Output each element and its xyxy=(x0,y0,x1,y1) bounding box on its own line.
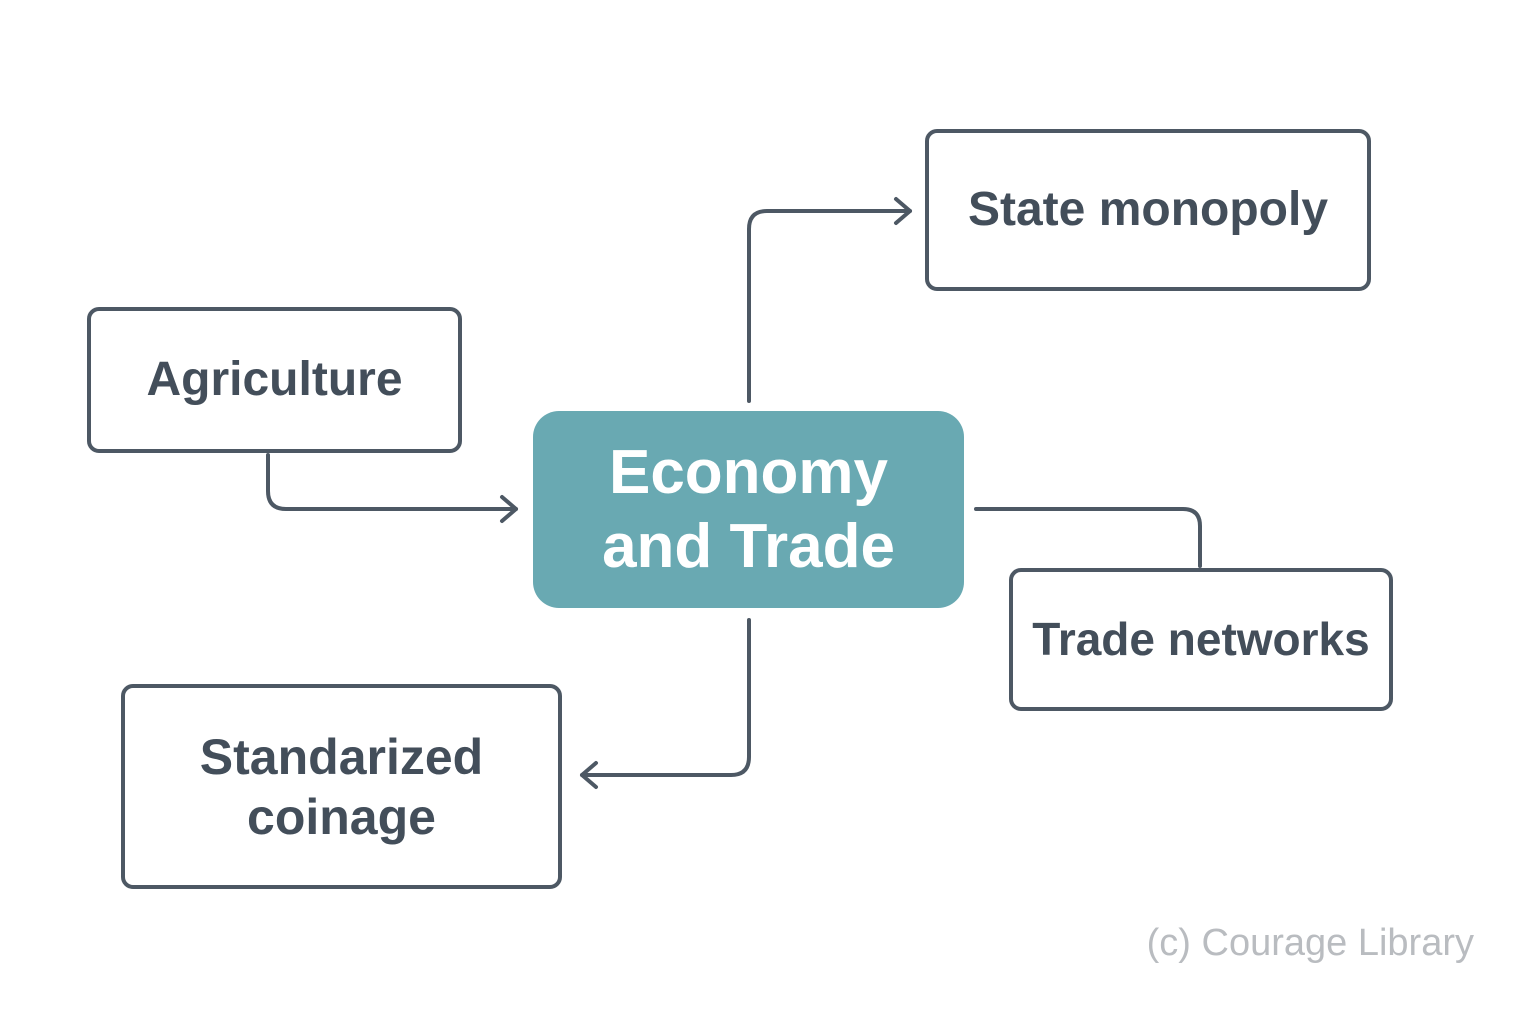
node-agriculture: Agriculture xyxy=(87,307,462,453)
arrowhead-agriculture-to-center xyxy=(500,495,518,523)
connector-center-to-state-monopoly xyxy=(747,209,912,403)
connector-center-to-coinage xyxy=(580,618,751,777)
node-standardized-coinage: Standarized coinage xyxy=(121,684,562,889)
arrowhead-center-to-state-monopoly xyxy=(894,197,912,225)
node-economy-and-trade: Economy and Trade xyxy=(533,411,964,608)
node-trade-networks-label: Trade networks xyxy=(1032,612,1370,665)
node-standardized-coinage-label: Standarized coinage xyxy=(199,728,484,845)
copyright-watermark: (c) Courage Library xyxy=(1146,922,1474,964)
connector-agriculture-to-center xyxy=(266,453,518,511)
node-state-monopoly-label: State monopoly xyxy=(967,183,1329,237)
node-agriculture-label: Agriculture xyxy=(146,353,403,407)
arrowhead-center-to-coinage xyxy=(580,761,598,789)
node-state-monopoly: State monopoly xyxy=(925,129,1371,291)
node-trade-networks: Trade networks xyxy=(1009,568,1393,711)
connector-center-to-trade-networks xyxy=(974,507,1202,568)
node-economy-and-trade-label: Economy and Trade xyxy=(602,438,895,581)
